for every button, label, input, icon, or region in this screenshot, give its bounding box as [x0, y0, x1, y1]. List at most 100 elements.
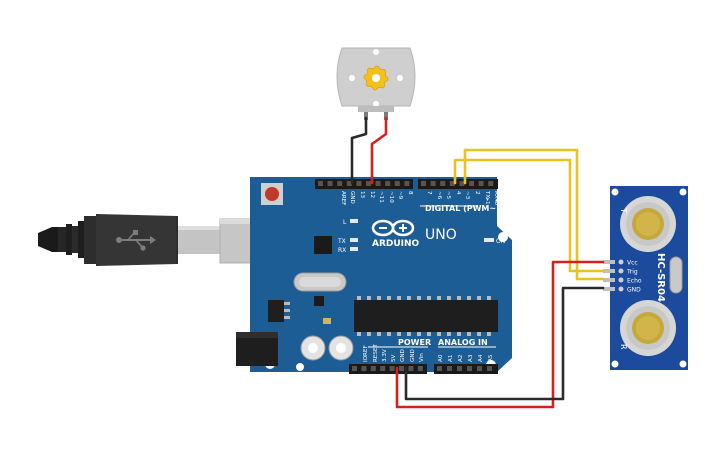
header-hole[interactable] [487, 366, 492, 371]
power-header [349, 364, 498, 374]
motor-red-wire [370, 116, 388, 185]
header-hole[interactable] [447, 366, 452, 371]
header-hole[interactable] [366, 181, 371, 186]
header-hole[interactable] [399, 366, 404, 371]
power-pin-label: GND [400, 349, 406, 362]
echo-wire [463, 148, 605, 281]
power-label: POWER [398, 338, 431, 347]
usb-cable [38, 214, 287, 266]
sensor-mark-t: T [619, 207, 628, 213]
motor-black-wire [350, 116, 368, 185]
header-hole[interactable] [421, 181, 426, 186]
sensor-mark-r: R [619, 344, 628, 350]
digital-pin-label: ~10 [388, 191, 394, 203]
digital-pin-label: TX▸1 [484, 190, 490, 205]
header-hole[interactable] [408, 366, 414, 371]
dc-motor[interactable] [336, 47, 416, 120]
header-hole[interactable] [389, 366, 395, 371]
header-hole[interactable] [361, 366, 367, 371]
digital-header [315, 179, 498, 189]
analog-label: ANALOG IN [438, 338, 488, 347]
header-hole[interactable] [477, 366, 482, 371]
resistor [323, 318, 331, 324]
header-hole[interactable] [352, 366, 357, 371]
crystal-oscillator [293, 272, 347, 292]
regulator-chip [268, 300, 284, 322]
led-indicators: L TX RX ON [337, 219, 505, 254]
header-hole[interactable] [440, 181, 446, 186]
power-pin-label: GND [410, 349, 416, 362]
analog-pin-labels: A0 A1 A2 A3 A4 A5 [438, 354, 494, 362]
header-hole[interactable] [488, 181, 494, 186]
header-hole[interactable] [457, 366, 462, 371]
digital-pin-label: ~5 [445, 191, 451, 200]
power-pin-label: IOREF [363, 345, 369, 362]
sensor-pin-label: Echo [627, 278, 642, 285]
gnd-wire [404, 286, 605, 401]
header-hole[interactable] [478, 181, 484, 186]
reset-button[interactable] [261, 183, 283, 205]
led-label-tx: TX [337, 238, 346, 245]
on-label: ON [496, 238, 505, 245]
vcc-wire [395, 260, 605, 409]
usb-symbol-icon [116, 230, 156, 251]
sensor-pin-label: Trig [626, 269, 638, 276]
header-hole[interactable] [337, 181, 343, 186]
digital-pin-label: 7 [426, 191, 432, 195]
sensor-pin-label: GND [627, 287, 641, 294]
analog-pin-label: A4 [478, 354, 484, 362]
sensor-crystal [669, 256, 683, 294]
analog-pin-label: A2 [458, 355, 464, 362]
analog-pin-label: A3 [468, 354, 474, 362]
analog-pin-label: A1 [448, 354, 454, 362]
digital-pin-label: ~9 [397, 191, 403, 200]
digital-pin-label: 4 [455, 191, 461, 195]
header-hole[interactable] [318, 181, 323, 186]
header-hole[interactable] [385, 181, 391, 186]
header-hole[interactable] [467, 366, 472, 371]
header-hole[interactable] [380, 366, 386, 371]
header-hole[interactable] [417, 366, 423, 371]
header-hole[interactable] [437, 366, 442, 371]
digital-header-label: DIGITAL (PWM~) [425, 204, 500, 213]
power-pin-label: 5V [391, 354, 397, 362]
header-hole[interactable] [430, 181, 436, 186]
header-hole[interactable] [469, 181, 474, 186]
atmega-chip [354, 296, 498, 336]
sensor-pin[interactable] [603, 287, 615, 291]
led-label-l: L [343, 219, 347, 226]
analog-pin-label: A0 [438, 354, 444, 362]
small-chip [314, 296, 324, 306]
sensor-model: HC-SR04 [655, 253, 666, 302]
header-hole[interactable] [327, 181, 333, 186]
sensor-pin[interactable] [603, 269, 615, 273]
power-pin-label: Vin [419, 353, 425, 362]
transmitter [620, 196, 676, 252]
header-hole[interactable] [404, 181, 410, 186]
analog-pin-label: A5 [488, 354, 494, 362]
digital-pin-label: RX◂0 [493, 191, 499, 206]
wires [350, 116, 605, 409]
sensor-pin[interactable] [603, 278, 615, 282]
header-hole[interactable] [375, 181, 381, 186]
header-hole[interactable] [356, 181, 362, 186]
digital-pin-label: ~3 [464, 191, 470, 200]
header-hole[interactable] [459, 181, 465, 186]
header-hole[interactable] [449, 181, 455, 186]
digital-pin-label: GND [349, 191, 355, 204]
digital-pin-label: 2 [474, 191, 480, 195]
header-hole[interactable] [370, 366, 376, 371]
board-model: UNO [425, 227, 457, 243]
gear-icon [363, 65, 389, 91]
digital-pin-label: ~11 [378, 191, 384, 203]
sensor-pin[interactable] [603, 260, 615, 264]
header-hole[interactable] [394, 181, 400, 186]
arduino-logo-text: ARDUINO [372, 239, 420, 249]
header-hole[interactable] [346, 181, 352, 186]
